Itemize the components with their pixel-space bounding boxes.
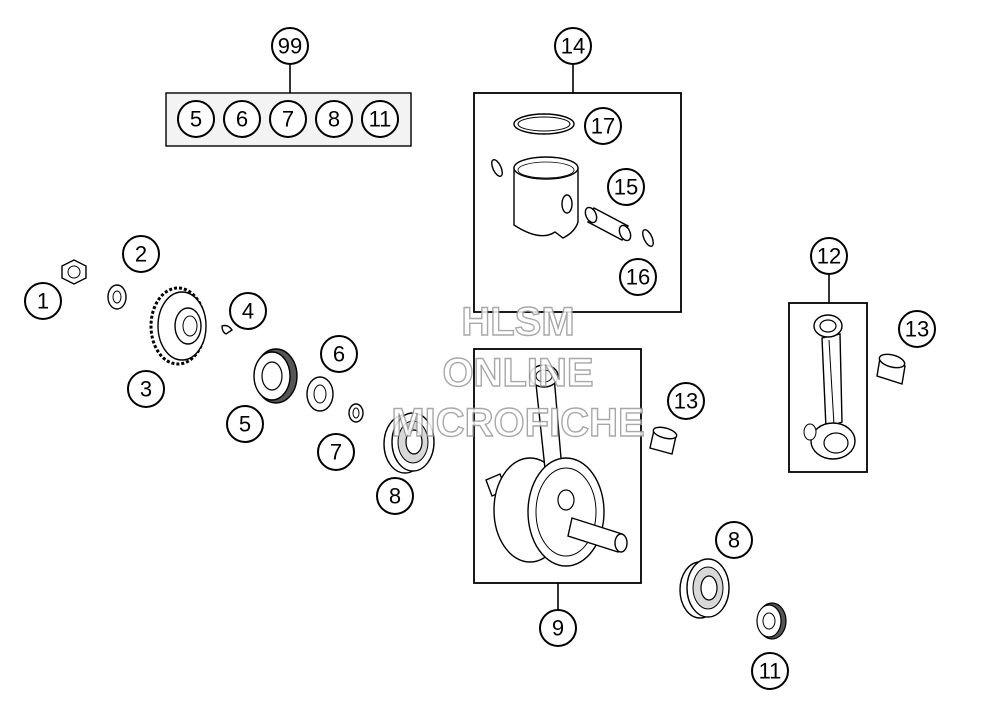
callout-8-right-label: 8 [728,528,740,553]
shaft-seal-right-icon[interactable] [756,602,787,640]
callout-99-label: 99 [278,34,302,59]
watermark-line-2: ONLINE [442,351,593,395]
conrod-group-box [788,302,868,473]
piston-icon[interactable] [513,156,579,239]
callout-9-label: 9 [552,616,564,641]
callout-2-circle[interactable] [122,235,160,273]
callout-8-right-circle[interactable] [715,521,753,559]
shim-icon[interactable] [306,376,334,412]
callout-7-label: 7 [330,440,342,465]
kit-item-label-7: 7 [282,107,294,132]
callout-9-circle[interactable] [539,609,577,647]
callout-13-right-label: 13 [905,317,929,342]
watermark-line-1: HLSM [461,300,574,344]
callout-6-circle[interactable] [320,335,358,373]
connecting-rod-icon[interactable] [803,314,856,460]
callout-5-label: 5 [239,412,251,437]
kit-item-circle-6[interactable] [223,100,261,138]
callout-13-middle-label: 13 [674,389,698,414]
piston-group-14: 14 17 15 16 [473,27,682,313]
callout-8-left-circle[interactable] [376,477,414,515]
circlip-left-icon[interactable] [490,158,505,178]
piston-ring-icon[interactable] [513,113,575,135]
key-icon[interactable] [221,324,233,335]
piston-group-box [473,92,682,313]
kit-item-circle-11[interactable] [361,100,399,138]
kit-item-label-5: 5 [190,107,202,132]
callout-12-circle[interactable] [810,237,848,275]
callout-13-right-circle[interactable] [898,310,936,348]
callout-11-circle[interactable] [751,652,789,690]
hlsm-watermark: HLSM ONLINE MICROFICHE [391,299,646,445]
gear-icon[interactable] [149,286,207,366]
kit-item-circle-8[interactable] [315,100,353,138]
watermark-line-3: MICROFICHE [391,401,644,445]
crankshaft-group-9: 9 [473,348,642,647]
callout-2-label: 2 [135,242,147,267]
needle-bearing-middle-icon[interactable] [649,425,678,455]
callout-6-label: 6 [333,342,345,367]
callout-3-circle[interactable] [127,370,165,408]
callout-14-label: 14 [561,34,585,59]
callout-1-label: 1 [37,289,49,314]
washer-icon[interactable] [107,284,127,310]
callout-17-label: 17 [591,114,615,139]
callout-4-circle[interactable] [229,292,267,330]
shaft-seal-icon[interactable] [253,348,298,404]
kit-item-circle-5[interactable] [177,100,215,138]
piston-ring-inner [517,116,571,132]
callout-13-middle-circle[interactable] [667,382,705,420]
callout-15-circle[interactable] [607,168,645,206]
callout-16-circle[interactable] [619,258,657,296]
callout-7-circle[interactable] [317,433,355,471]
piston-pin-icon[interactable] [583,206,633,243]
callout-4-label: 4 [242,299,254,324]
callout-3-label: 3 [140,377,152,402]
circlip-right-icon[interactable] [641,228,656,248]
callout-11-label: 11 [759,659,782,684]
kit-item-label-6: 6 [236,107,248,132]
callout-5-circle[interactable] [226,405,264,443]
callout-17-circle[interactable] [584,107,622,145]
callout-12-label: 12 [817,244,841,269]
needle-bearing-icon[interactable] [876,352,906,385]
kit-item-label-11: 11 [369,107,392,132]
ball-bearing-left-icon[interactable] [383,412,435,474]
callout-8-left-label: 8 [389,484,401,509]
small-washer-icon[interactable] [348,403,364,423]
callout-99-circle[interactable] [271,27,309,65]
callout-16-label: 16 [626,265,650,290]
callout-14-circle[interactable] [554,27,592,65]
kit-99-group: 99 5 6 7 8 11 [165,27,412,147]
callout-15-label: 15 [614,175,638,200]
kit-item-circle-7[interactable] [269,100,307,138]
callout-1-circle[interactable] [24,282,62,320]
ball-bearing-right-icon[interactable] [679,558,730,619]
kit-item-label-8: 8 [328,107,340,132]
nut-icon[interactable] [61,259,87,285]
conrod-group-12: 12 13 [788,237,936,473]
crankshaft-icon[interactable] [485,364,628,567]
